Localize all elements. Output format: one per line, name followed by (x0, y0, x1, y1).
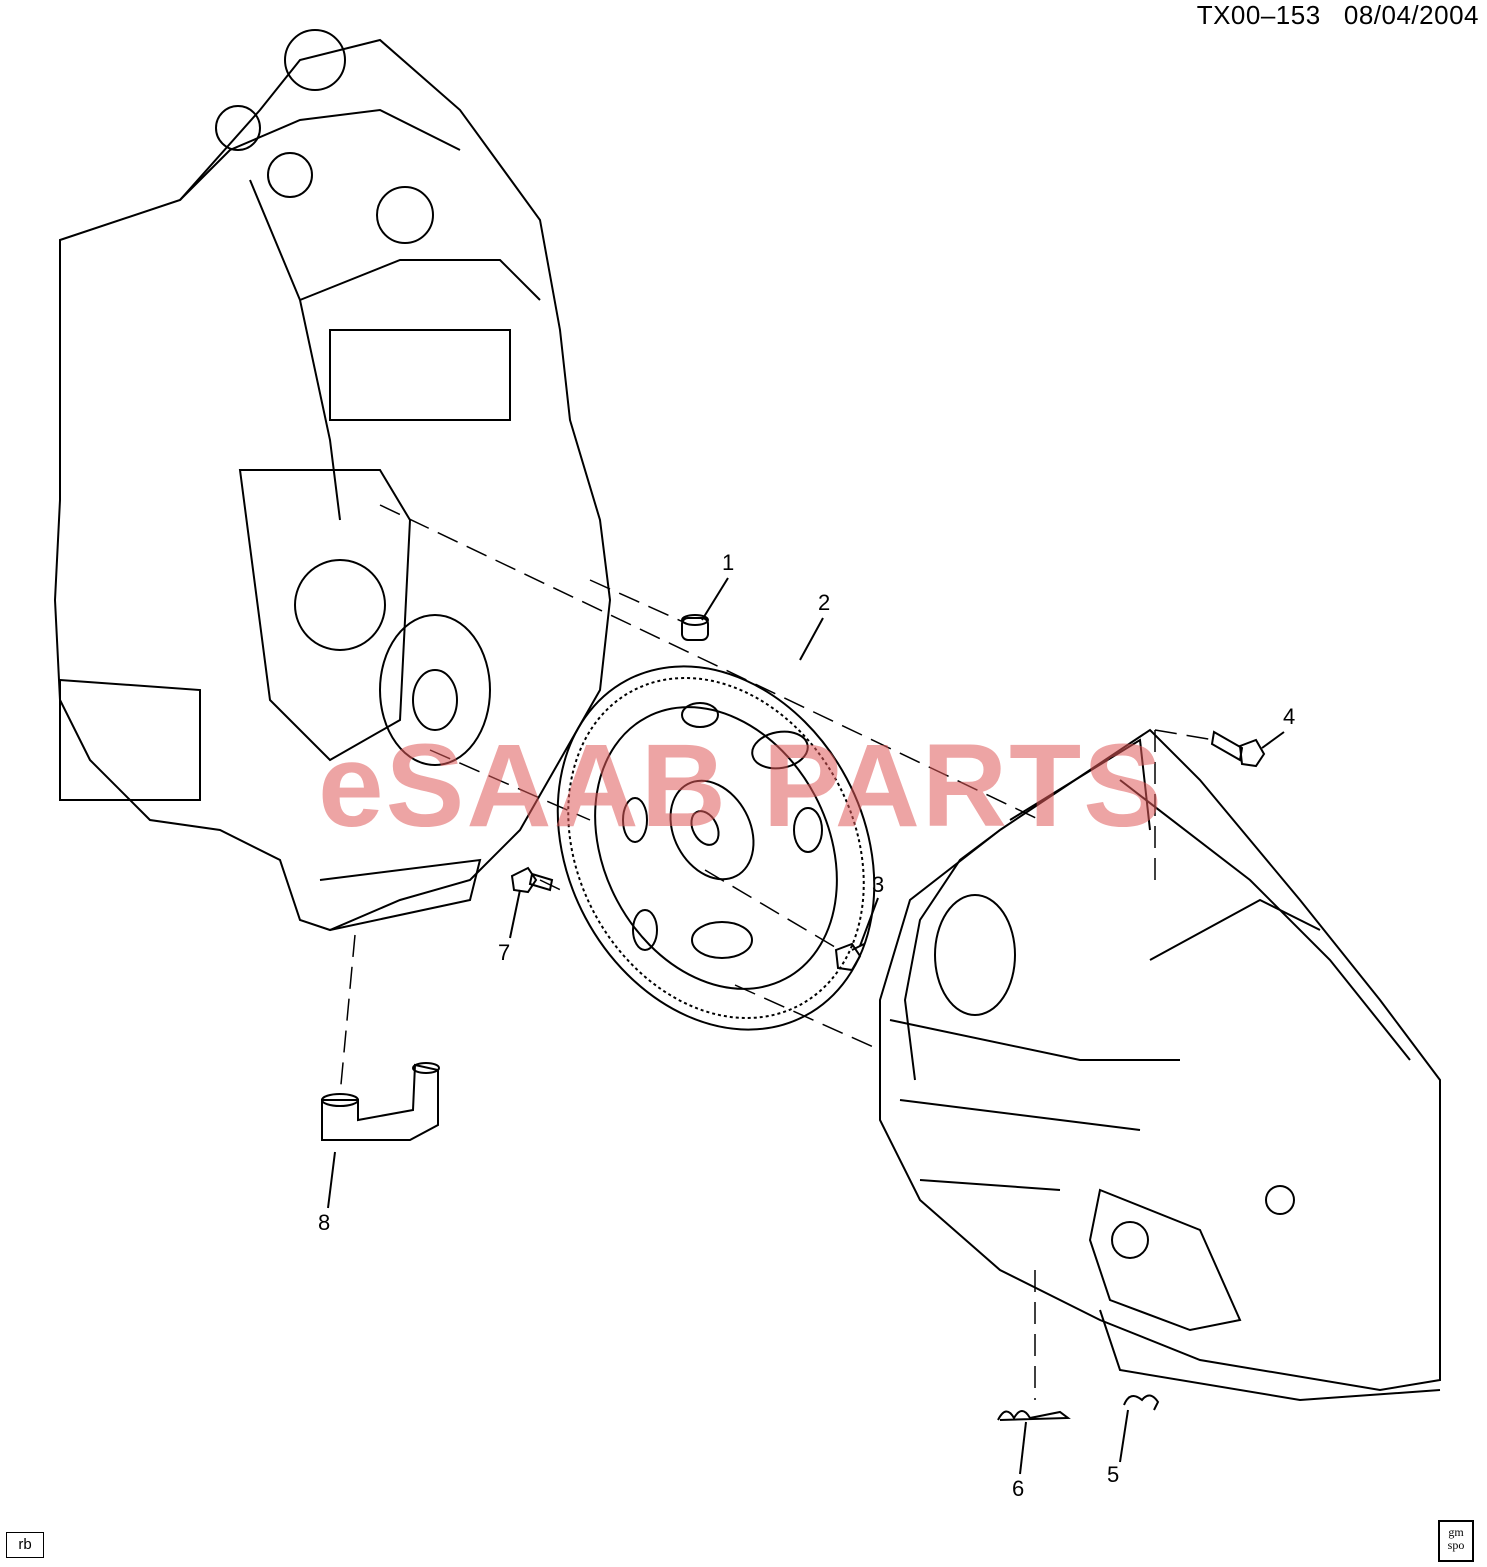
flywheel (556, 665, 876, 1031)
diagram-date: 08/04/2004 (1343, 0, 1479, 30)
callout-6: 6 (1012, 1476, 1025, 1501)
part-3-bolt (834, 942, 865, 972)
gm-spo-logo: gm spo (1438, 1520, 1474, 1562)
alignment-lines (339, 504, 1215, 1400)
callout-7: 7 (498, 940, 511, 965)
callout-8: 8 (318, 1210, 331, 1235)
callout-5: 5 (1107, 1462, 1120, 1487)
callout-1: 1 (722, 550, 735, 575)
callout-3: 3 (872, 872, 885, 897)
leader-lines (327, 577, 1285, 1475)
part-6-clip (997, 1410, 1071, 1421)
part-5-clip (1123, 1394, 1160, 1411)
part-8-bracket (321, 1062, 440, 1141)
part-7-bolt (510, 866, 554, 894)
diagram-code: TX00–153 (1196, 0, 1321, 30)
callout-4: 4 (1283, 704, 1296, 729)
watermark: eSAAB PARTS (318, 720, 1164, 852)
engine-block (53, 29, 612, 932)
callout-2: 2 (818, 590, 831, 615)
part-1-dowel (681, 614, 709, 641)
part-4-bolt (1210, 730, 1266, 768)
corner-tag: rb (6, 1532, 44, 1558)
diagram-id-header: TX00–153 08/04/2004 (1197, 0, 1479, 31)
transmission-housing (879, 728, 1441, 1402)
